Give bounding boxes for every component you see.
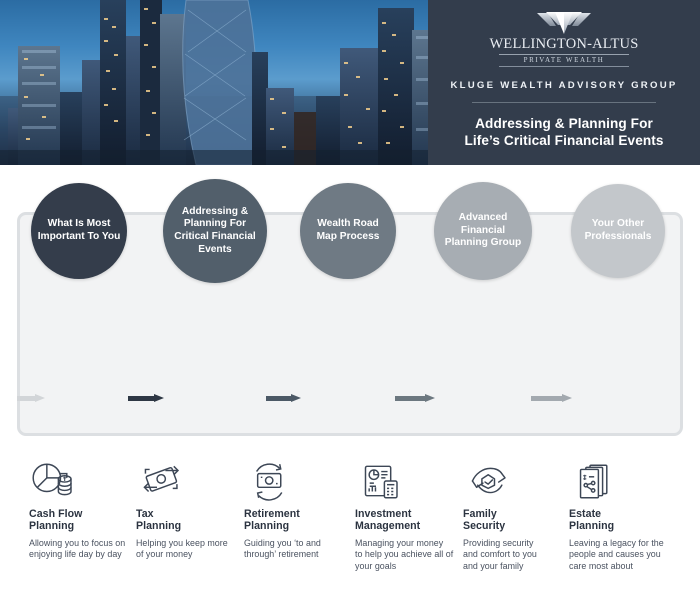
service-desc-line-3: care most about bbox=[569, 561, 633, 571]
service-title-line-2: Planning bbox=[29, 520, 75, 533]
service-desc-line-1: Leaving a legacy for the bbox=[569, 537, 664, 548]
node-4-line-2: Financial bbox=[460, 224, 506, 236]
wellington-altus-logo-icon bbox=[537, 12, 591, 34]
service-investment-management: Investment Management Managing your mone… bbox=[355, 460, 465, 573]
flow-node-your-other-professionals[interactable]: Your Other Professionals bbox=[571, 184, 665, 278]
service-desc-line-3: your goals bbox=[355, 561, 397, 571]
services-row: Cash Flow Planning Allowing you to focus… bbox=[0, 460, 700, 600]
flow-arrow-2 bbox=[266, 394, 301, 403]
service-title-estate-planning: Estate Planning bbox=[569, 508, 679, 533]
service-desc-line-2: enjoying life day by day bbox=[29, 549, 122, 560]
loop-return-arrow bbox=[17, 394, 45, 403]
service-desc-tax-planning: Helping you keep more of your money bbox=[136, 538, 236, 561]
flow-node-what-is-most-important-to-you[interactable]: What Is Most Important To You bbox=[31, 183, 127, 279]
service-desc-line-1: Guiding you ‘to and bbox=[244, 537, 321, 548]
service-cash-flow-planning: Cash Flow Planning Allowing you to focus… bbox=[29, 460, 141, 561]
node-1-line-2: Important To You bbox=[37, 231, 121, 242]
service-retirement-planning: Retirement Planning Guiding you ‘to and … bbox=[244, 460, 344, 561]
node-1-line-1: What Is Most bbox=[47, 218, 111, 230]
financial-report-documents-icon bbox=[364, 465, 398, 499]
service-title-investment-management: Investment Management bbox=[355, 508, 465, 533]
service-title-line-1: Investment bbox=[355, 508, 412, 520]
pie-chart-coins-icon bbox=[32, 463, 72, 496]
service-title-retirement-planning: Retirement Planning bbox=[244, 508, 344, 533]
header-banner: WELLINGTON-ALTUS PRIVATE WEALTH KLUGE WE… bbox=[0, 0, 700, 165]
header-headline: Addressing & Planning For Life’s Critica… bbox=[464, 115, 663, 149]
service-title-line-2: Planning bbox=[244, 520, 290, 533]
banknote-arrows-icon bbox=[143, 465, 180, 493]
service-desc-line-2: through’ retirement bbox=[244, 549, 319, 560]
service-desc-line-2: and comfort to you bbox=[463, 549, 537, 560]
service-title-line-1: Estate bbox=[569, 508, 602, 520]
estate-documents-icon bbox=[579, 464, 608, 499]
service-title-tax-planning: Tax Planning bbox=[136, 508, 236, 533]
service-desc-retirement-planning: Guiding you ‘to and through’ retirement bbox=[244, 538, 344, 561]
service-desc-line-2: people and causes you bbox=[569, 549, 661, 560]
flow-arrow-4 bbox=[531, 394, 572, 403]
brand-rule-bottom bbox=[499, 65, 629, 67]
node-2-line-2: Planning For bbox=[183, 218, 247, 230]
flow-arrow-3 bbox=[395, 394, 435, 403]
service-title-cash-flow-planning: Cash Flow Planning bbox=[29, 508, 141, 533]
service-title-line-1: Tax bbox=[136, 508, 154, 520]
service-title-line-1: Family bbox=[463, 508, 497, 520]
service-title-line-2: Planning bbox=[136, 520, 182, 533]
service-desc-line-1: Helping you keep more bbox=[136, 537, 228, 548]
node-5-line-1: Your Other bbox=[591, 218, 645, 230]
service-title-line-2: Security bbox=[463, 520, 506, 533]
node-3-line-2: Map Process bbox=[316, 231, 380, 242]
service-desc-line-1: Providing security bbox=[463, 537, 534, 548]
service-desc-line-1: Managing your money bbox=[355, 537, 444, 548]
service-desc-family-security: Providing security and comfort to you an… bbox=[463, 538, 563, 573]
service-tax-planning: Tax Planning Helping you keep more of yo… bbox=[136, 460, 236, 561]
service-desc-line-3: and your family bbox=[463, 561, 524, 571]
service-desc-line-1: Allowing you to focus on bbox=[29, 537, 126, 548]
service-title-family-security: Family Security bbox=[463, 508, 563, 533]
money-cycle-icon bbox=[255, 463, 283, 501]
service-title-line-1: Cash Flow bbox=[29, 508, 83, 520]
node-5-line-2: Professionals bbox=[584, 231, 652, 242]
brand-subtitle: PRIVATE WEALTH bbox=[523, 55, 605, 64]
header-brand-panel: WELLINGTON-ALTUS PRIVATE WEALTH KLUGE WE… bbox=[428, 0, 700, 165]
headline-line-2: Life’s Critical Financial Events bbox=[464, 132, 664, 148]
process-stage: What Is Most Important To You Addressing… bbox=[0, 165, 700, 571]
service-desc-line-2: of your money bbox=[136, 549, 193, 560]
service-estate-planning: Estate Planning Leaving a legacy for the… bbox=[569, 460, 679, 573]
flow-node-wealth-road-map-process[interactable]: Wealth Road Map Process bbox=[300, 183, 396, 279]
node-2-line-4: Events bbox=[198, 243, 232, 255]
service-title-line-1: Retirement bbox=[244, 508, 300, 520]
service-desc-investment-management: Managing your money to help you achieve … bbox=[355, 538, 465, 573]
service-title-line-2: Planning bbox=[569, 520, 615, 533]
service-desc-estate-planning: Leaving a legacy for the people and caus… bbox=[569, 538, 679, 573]
flow-node-advanced-financial-planning-group[interactable]: Advanced Financial Planning Group bbox=[434, 182, 532, 280]
node-3-line-1: Wealth Road bbox=[317, 218, 379, 230]
infographic-page: WELLINGTON-ALTUS PRIVATE WEALTH KLUGE WE… bbox=[0, 0, 700, 571]
header-divider bbox=[472, 101, 656, 103]
flow-arrow-1 bbox=[128, 394, 164, 403]
headline-line-1: Addressing & Planning For bbox=[475, 115, 653, 131]
advisory-group-name: KLUGE WEALTH ADVISORY GROUP bbox=[450, 79, 678, 91]
flow-node-addressing-planning-for-critical-financial-events[interactable]: Addressing & Planning For Critical Finan… bbox=[163, 179, 267, 283]
node-4-line-1: Advanced bbox=[458, 212, 508, 224]
node-2-line-1: Addressing & bbox=[181, 205, 249, 217]
service-desc-cash-flow-planning: Allowing you to focus on enjoying life d… bbox=[29, 538, 141, 561]
service-title-line-2: Management bbox=[355, 520, 421, 533]
service-desc-line-2: to help you achieve all of bbox=[355, 549, 454, 560]
node-2-line-3: Critical Financial bbox=[174, 231, 256, 242]
protecting-hands-icon bbox=[471, 467, 506, 494]
service-family-security: Family Security Providing security and c… bbox=[463, 460, 563, 573]
brand-wordmark: WELLINGTON-ALTUS bbox=[489, 35, 639, 53]
node-4-line-3: Planning Group bbox=[444, 237, 522, 249]
brand-rule-top bbox=[499, 53, 629, 55]
